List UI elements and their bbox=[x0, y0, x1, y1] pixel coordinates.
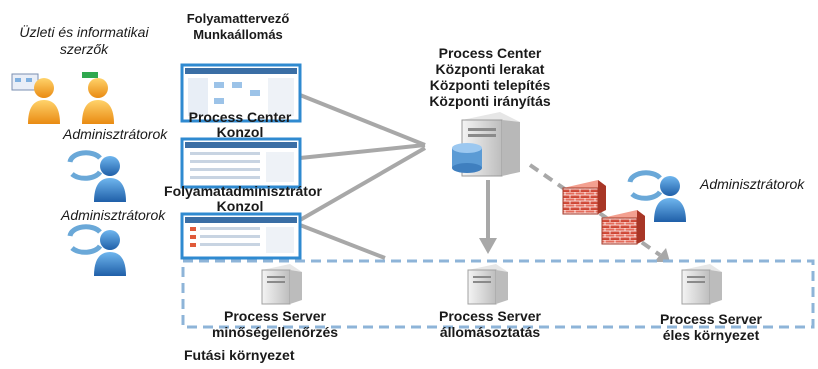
server-staging-name: Process Server bbox=[439, 308, 541, 324]
admin-console-subtitle: Konzol bbox=[216, 198, 264, 214]
server-icon-test bbox=[261, 264, 302, 305]
business-user-icon bbox=[82, 72, 114, 124]
administrator-icon bbox=[67, 224, 126, 276]
server-icon-production bbox=[681, 264, 722, 305]
designer-workstation-title: Folyamattervező bbox=[186, 11, 290, 26]
runtime-environment-box bbox=[181, 259, 815, 329]
process-center-console-screen bbox=[180, 137, 302, 189]
runtime-environment-label: Futási környezet bbox=[184, 347, 295, 363]
server-staging-env: állomásoztatás bbox=[439, 324, 541, 340]
server-production-name: Process Server bbox=[660, 311, 762, 327]
server-test-name: Process Server bbox=[224, 308, 326, 324]
administrator-icon bbox=[627, 170, 686, 222]
business-user-icon bbox=[11, 73, 60, 124]
central-deployment-label: Központi telepítés bbox=[429, 77, 551, 93]
server-test-env: minőségellenőrzés bbox=[211, 324, 339, 340]
process-center-console-subtitle: Konzol bbox=[216, 124, 264, 140]
administrator-icon bbox=[67, 150, 126, 202]
central-repository-label: Központi lerakat bbox=[435, 61, 545, 77]
admin-console-title: Folyamatadminisztrátor bbox=[164, 183, 322, 199]
process-center-title: Process Center bbox=[438, 45, 542, 61]
connector-lines bbox=[299, 93, 426, 260]
arrow-to-staging bbox=[479, 180, 497, 254]
designer-workstation-subtitle: Munkaállomás bbox=[193, 27, 283, 42]
admin-console-screen bbox=[180, 212, 302, 260]
database-icon bbox=[452, 143, 482, 173]
designer-workstation-screen bbox=[180, 63, 302, 123]
administrators-label: Adminisztrátorok bbox=[61, 207, 166, 223]
server-icon-staging bbox=[467, 264, 508, 305]
firewall-icon bbox=[562, 180, 606, 215]
administrators-label: Adminisztrátorok bbox=[700, 176, 805, 192]
arrow-to-production bbox=[528, 163, 670, 262]
business-authors-label: Üzleti és informatikai szerzők bbox=[19, 24, 149, 57]
firewall-icon bbox=[601, 210, 645, 245]
server-production-env: éles környezet bbox=[662, 327, 760, 343]
administrators-label: Adminisztrátorok bbox=[63, 126, 168, 142]
process-center-console-title: Process Center bbox=[188, 109, 292, 125]
central-governance-label: Központi irányítás bbox=[429, 93, 551, 109]
